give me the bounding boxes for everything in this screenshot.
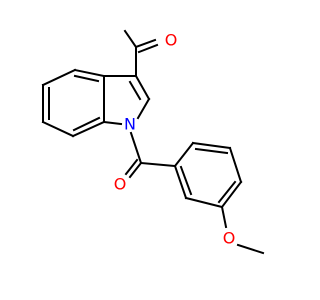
carbonyl-oxygen-label: O [114,175,127,194]
bond-r1-r2 [173,141,195,168]
bond-cho-h [123,29,138,49]
bond-lines [41,29,265,255]
bond-r6-r1 [173,164,188,200]
bond-c4-c5 [41,68,77,87]
bond-c3-c2 [134,74,151,101]
bond-n1-co [129,131,143,165]
bond-c3a-c4-double [73,74,100,83]
bond-c7-c7a-double [72,116,101,132]
bond-c2-n1 [136,97,151,120]
bond-c7-c7a [71,120,106,138]
atom-labels: O N O O [114,31,236,248]
molecule-diagram: O N O O [41,29,265,255]
bond-c3-c2-double [128,80,142,101]
bond-ring-ome [220,205,228,229]
bond-r6-r1-double [179,165,193,196]
methoxy-oxygen-label: O [223,229,236,248]
bond-co-o-double [124,158,139,176]
indole-nitrogen-label: N [124,115,136,134]
bond-r3-r4 [228,146,243,184]
bond-r2-r3 [191,141,232,150]
bond-cho-o-double [137,43,159,54]
bond-r2-r3-double [194,147,229,155]
bond-co-o [128,161,143,179]
structure-canvas: O N O O [41,29,265,255]
aldehyde-oxygen-label: O [165,31,178,50]
bond-cho-o [134,38,157,49]
bond-ome-ch3 [236,243,265,255]
bond-c7a-n1 [102,120,123,126]
bond-c6-c7 [41,120,75,138]
bond-co-ring [139,161,177,168]
bond-r5-r6 [184,196,224,209]
bond-r4-r5 [220,180,243,209]
bond-r4-r5-double [217,180,237,204]
bond-c3a-c4 [73,68,106,78]
